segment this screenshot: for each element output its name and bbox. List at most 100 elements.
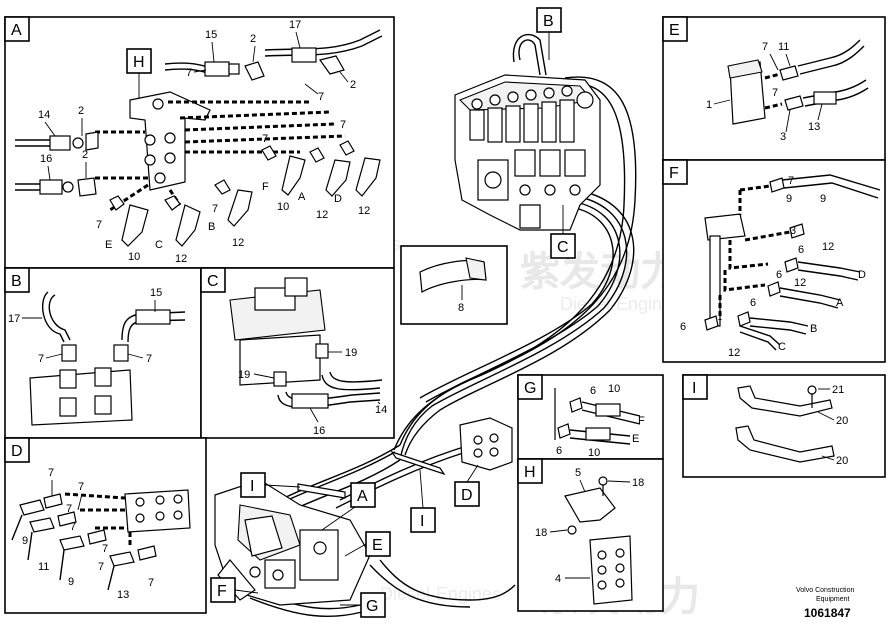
callout-label: 16 xyxy=(40,153,52,165)
tag-f: F xyxy=(217,583,227,600)
panel-tag: A xyxy=(11,22,22,39)
callout-label: 20 xyxy=(836,455,848,467)
callout-label: E xyxy=(632,433,639,445)
callout-label: B xyxy=(208,221,215,233)
callout-label: 7 xyxy=(186,67,192,79)
callout-label: 12 xyxy=(358,205,370,217)
callout-label: 3 xyxy=(790,225,796,237)
callout-label: 13 xyxy=(808,121,820,133)
tag-c: C xyxy=(557,239,569,256)
callout-label: 19 xyxy=(238,369,250,381)
panel-c: C 19 19 14 16 xyxy=(200,267,395,439)
callout-label: 9 xyxy=(68,576,74,588)
callout-label: 10 xyxy=(588,447,600,459)
tag-box xyxy=(350,482,376,508)
callout-label: A xyxy=(836,297,844,309)
panel-tag: G xyxy=(524,380,536,397)
panel-tag: C xyxy=(207,273,219,290)
panel-d: D 7 7 7 9 7 11 7 9 7 13 7 xyxy=(4,437,207,614)
panel-f: F 7 9 9 3 6 12 D 6 12 A 6 6 xyxy=(662,159,886,363)
callout-label: 7 xyxy=(148,577,154,589)
callout-label: 6 xyxy=(590,385,596,397)
tag-e: E xyxy=(372,537,383,554)
callout-label: 16 xyxy=(313,425,325,437)
callout-label: 6 xyxy=(798,244,804,256)
panel-h: H 5 18 18 4 xyxy=(517,458,664,612)
panel-tag: F xyxy=(669,165,679,182)
tag-box xyxy=(365,531,391,557)
callout-label: 2 xyxy=(78,105,84,117)
callout-label: D xyxy=(858,269,866,281)
footer-sub: Equipment xyxy=(816,596,850,603)
callout-label: 12 xyxy=(794,277,806,289)
tag-box xyxy=(454,481,480,507)
watermark-en: Diesel-Engines xyxy=(380,584,501,604)
watermark-cn: 紫发动力 xyxy=(520,249,680,295)
callout-label: 14 xyxy=(375,404,387,416)
callout-label: 3 xyxy=(780,131,786,143)
panel-tag: E xyxy=(669,22,680,39)
callout-label: 20 xyxy=(836,415,848,427)
callout-label: 7 xyxy=(262,133,268,145)
callout-label: 19 xyxy=(345,347,357,359)
callout-label: 10 xyxy=(608,383,620,395)
callout-label: 15 xyxy=(205,29,217,41)
callout-label: F xyxy=(638,415,645,427)
callout-label: 12 xyxy=(728,347,740,359)
callout-label: 9 xyxy=(22,535,28,547)
callout-label: 2 xyxy=(350,79,356,91)
auxiliary-valve-block xyxy=(459,417,513,471)
callout-label: 18 xyxy=(535,527,547,539)
callout-label: 13 xyxy=(117,589,129,601)
hose-clamp xyxy=(390,450,446,476)
panel-a: A H xyxy=(4,16,395,269)
panel-g: G 6 10 F 6 10 E xyxy=(517,374,664,460)
callout-label: E xyxy=(105,239,112,251)
callout-label: 15 xyxy=(150,287,162,299)
tag-i: I xyxy=(420,513,424,530)
tag-b: B xyxy=(543,13,554,30)
callout-label: C xyxy=(778,341,786,353)
callout-label: 5 xyxy=(575,467,581,479)
panel-tag: D xyxy=(11,443,23,460)
callout-label: 11 xyxy=(38,561,49,573)
callout-label: 12 xyxy=(822,241,834,253)
main-tags: B C A E F G I I D xyxy=(210,7,576,618)
callout-label: 17 xyxy=(289,19,301,31)
tag-a: A xyxy=(357,488,368,505)
callout-label: 6 xyxy=(680,321,686,333)
callout-label: 7 xyxy=(96,219,102,231)
callout-label: 10 xyxy=(128,251,140,263)
callout-label: 10 xyxy=(277,201,289,213)
callout-label: C xyxy=(155,239,163,251)
tag-box xyxy=(536,7,562,33)
callout-label: 7 xyxy=(98,561,104,573)
callout-label: 6 xyxy=(776,269,782,281)
hose-clamp xyxy=(297,483,346,499)
panel-tag: B xyxy=(11,273,22,290)
callout-label: 7 xyxy=(78,481,84,493)
control-valve-block xyxy=(454,74,601,231)
callout-label: 6 xyxy=(556,445,562,457)
callout-label: 2 xyxy=(82,149,88,161)
inset-panel: 8 xyxy=(400,245,508,325)
callout-label: 9 xyxy=(786,193,792,205)
callout-label: 7 xyxy=(146,353,152,365)
callout-label: 7 xyxy=(102,543,108,555)
panel-inner-tag: H xyxy=(133,54,145,71)
callout-label: 7 xyxy=(212,203,218,215)
callout-label: 12 xyxy=(175,253,187,265)
callout-label: 14 xyxy=(38,109,50,121)
callout-label: 8 xyxy=(458,302,464,314)
callout-label: 7 xyxy=(788,175,794,187)
panel-i: I 21 20 20 xyxy=(682,374,886,478)
tag-i: I xyxy=(250,478,254,495)
callout-label: 7 xyxy=(48,467,54,479)
callout-label: 7 xyxy=(340,119,346,131)
tag-d: D xyxy=(461,487,473,504)
callout-label: 7 xyxy=(772,87,778,99)
footer-number: 1061847 xyxy=(804,606,851,620)
callout-label: B xyxy=(810,323,817,335)
callout-label: 18 xyxy=(632,477,644,489)
